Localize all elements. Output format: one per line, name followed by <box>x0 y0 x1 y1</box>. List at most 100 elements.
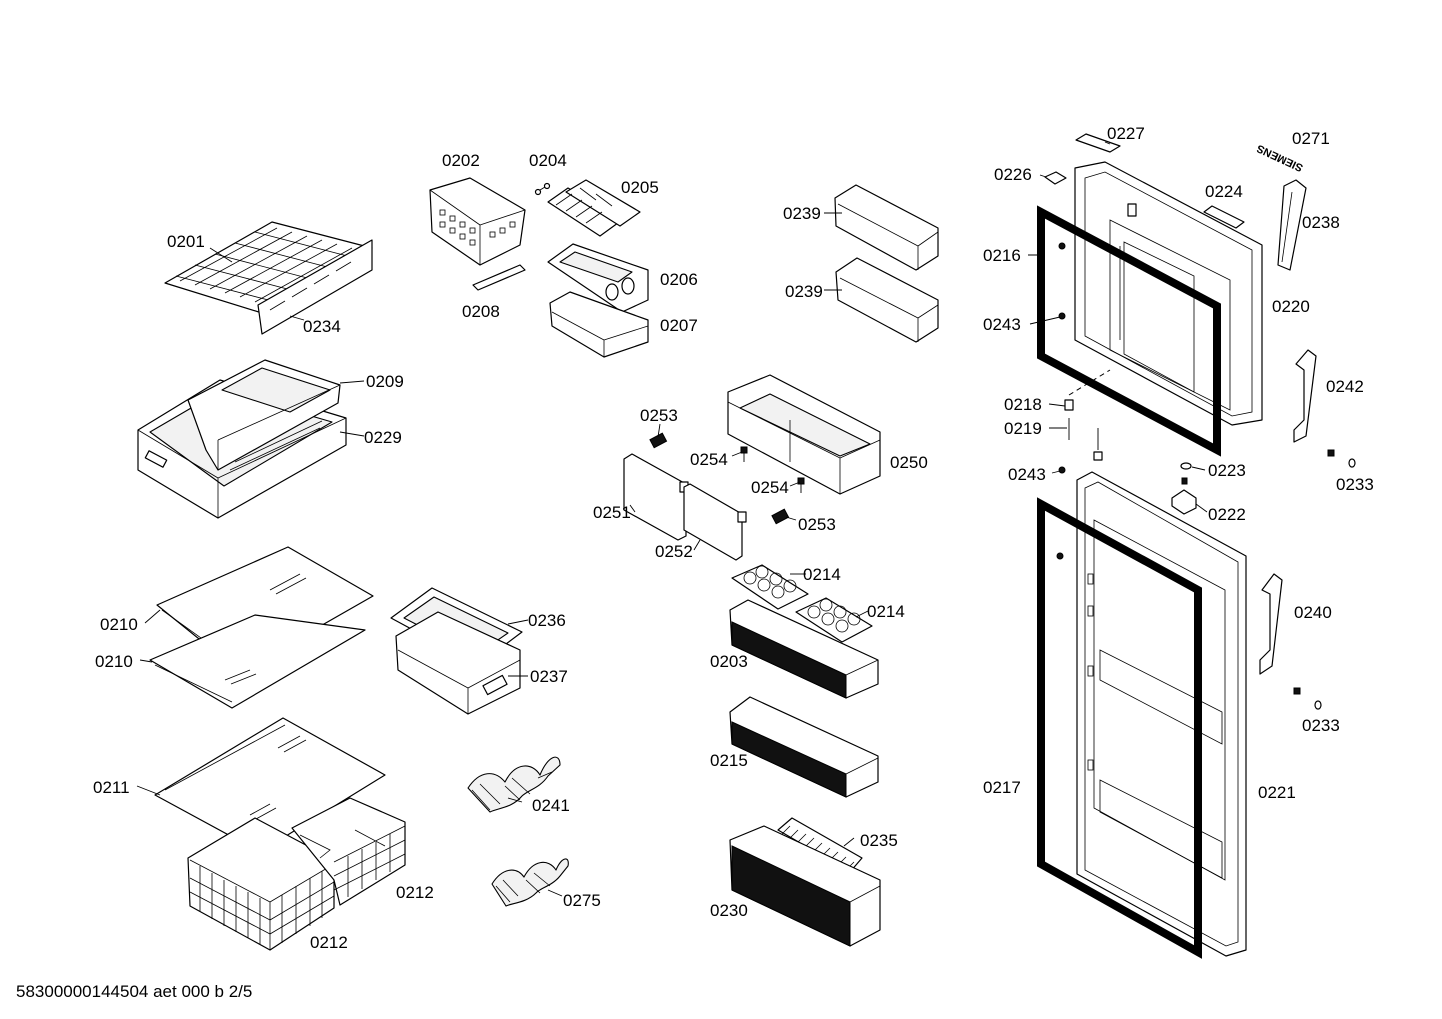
label-0253-lower: 0253 <box>798 515 836 534</box>
part-0202-ice-maker-housing <box>429 177 526 266</box>
label-0275: 0275 <box>563 891 601 910</box>
label-0229: 0229 <box>364 428 402 447</box>
label-0210-lower: 0210 <box>95 652 133 671</box>
part-0216-freezer-door-gasket <box>1037 205 1221 457</box>
label-0236: 0236 <box>528 611 566 630</box>
label-0207: 0207 <box>660 316 698 335</box>
label-0210-upper: 0210 <box>100 615 138 634</box>
part-0211-crisper-cover-glass <box>154 717 386 853</box>
label-0239-upper: 0239 <box>783 204 821 223</box>
part-0201-freezer-grid-shelf <box>164 221 373 314</box>
part-0209-drawer-divider-tray <box>187 359 341 471</box>
part-0203-door-bin <box>729 599 879 699</box>
part-0214-egg-tray-lower <box>795 597 873 643</box>
label-0223: 0223 <box>1208 461 1246 480</box>
part-0207-ice-bin <box>549 291 649 358</box>
label-0233-upper: 0233 <box>1336 475 1374 494</box>
part-0252-flap-right <box>683 483 747 561</box>
label-0226: 0226 <box>994 165 1032 184</box>
label-0235: 0235 <box>860 831 898 850</box>
part-0253-clip-lower <box>771 508 790 525</box>
label-0224: 0224 <box>1205 182 1243 201</box>
label-0216: 0216 <box>983 246 1021 265</box>
part-0251-flap-left <box>623 453 689 541</box>
label-0221: 0221 <box>1258 783 1296 802</box>
part-0239-door-bin-lower <box>835 257 939 343</box>
part-0230-door-bin-large <box>729 825 881 947</box>
part-0275-bottle-rack <box>491 858 569 907</box>
part-0218-bushing <box>1064 399 1074 411</box>
label-0208: 0208 <box>462 302 500 321</box>
part-0241-bottle-rack <box>467 756 561 813</box>
label-0251: 0251 <box>593 503 631 522</box>
part-0253-clip-upper <box>649 432 668 449</box>
label-0241: 0241 <box>532 796 570 815</box>
part-0237-storage-box <box>395 611 521 715</box>
label-0211: 0211 <box>93 778 130 797</box>
label-0233-lower: 0233 <box>1302 716 1340 735</box>
label-0212-bottom: 0212 <box>310 933 348 952</box>
label-0214-upper: 0214 <box>803 565 841 584</box>
label-0220: 0220 <box>1272 297 1310 316</box>
document-footer-code: 58300000144504 aet 000 b 2/5 <box>16 982 252 1001</box>
part-0208-strip <box>472 264 526 291</box>
label-0239-lower: 0239 <box>785 282 823 301</box>
part-0215-door-bin <box>729 696 879 798</box>
part-0204-small-clips <box>534 182 551 196</box>
label-0204: 0204 <box>529 151 567 170</box>
part-0250-door-bin-divided <box>727 374 881 495</box>
part-0205-ice-cube-trays <box>547 179 641 237</box>
label-0230: 0230 <box>710 901 748 920</box>
part-0234-shelf-front-panel <box>257 239 373 335</box>
label-0222: 0222 <box>1208 505 1246 524</box>
part-0206-ice-tray-frame <box>547 243 649 313</box>
part-labels: 0201 0234 0202 0204 0205 0206 0207 0208 … <box>93 124 1374 952</box>
label-0215: 0215 <box>710 751 748 770</box>
label-0250: 0250 <box>890 453 928 472</box>
assembly-dashed-line <box>1068 369 1111 396</box>
part-0240-handle-lower <box>1259 573 1283 675</box>
label-0219: 0219 <box>1004 419 1042 438</box>
label-0205: 0205 <box>621 178 659 197</box>
part-0217-fridge-door-gasket <box>1037 497 1202 959</box>
label-0243-upper: 0243 <box>983 315 1021 334</box>
label-0271: 0271 <box>1292 129 1330 148</box>
label-0252: 0252 <box>655 542 693 561</box>
part-0238-handle-trim <box>1277 179 1307 271</box>
label-0217: 0217 <box>983 778 1021 797</box>
part-0210-glass-shelf-lower <box>149 614 366 709</box>
part-0212-wire-basket-rear <box>291 797 406 906</box>
label-0206: 0206 <box>660 270 698 289</box>
part-0239-door-bin-upper <box>834 184 939 271</box>
part-0224-strip <box>1203 205 1245 229</box>
label-0227: 0227 <box>1107 124 1145 143</box>
label-0254-upper: 0254 <box>690 450 728 469</box>
part-0222-hinge-block <box>1171 489 1197 515</box>
label-0212-right: 0212 <box>396 883 434 902</box>
label-0242: 0242 <box>1326 377 1364 396</box>
part-0223-washer <box>1180 462 1192 485</box>
label-0238: 0238 <box>1302 213 1340 232</box>
part-0243-hinge-pins <box>1056 242 1066 560</box>
label-0254-lower: 0254 <box>751 478 789 497</box>
label-0201: 0201 <box>167 232 205 251</box>
label-0253-upper: 0253 <box>640 406 678 425</box>
part-0226-plug <box>1044 171 1067 185</box>
part-0212-wire-basket-front <box>187 817 335 951</box>
label-0234: 0234 <box>303 317 341 336</box>
label-0203: 0203 <box>710 652 748 671</box>
part-0219-bolt <box>1068 418 1103 461</box>
leader-lines <box>136 141 1208 897</box>
label-0214-lower: 0214 <box>867 602 905 621</box>
part-0221-fridge-door <box>1076 471 1247 957</box>
label-0240: 0240 <box>1294 603 1332 622</box>
label-0243-lower: 0243 <box>1008 465 1046 484</box>
part-0254-screw-upper <box>740 446 748 462</box>
part-0227-hinge-cover <box>1075 133 1121 153</box>
label-0209: 0209 <box>366 372 404 391</box>
label-0202: 0202 <box>442 151 480 170</box>
label-0237: 0237 <box>530 667 568 686</box>
part-0242-handle-upper <box>1293 349 1317 443</box>
part-0233-screw-lower <box>1293 687 1322 710</box>
